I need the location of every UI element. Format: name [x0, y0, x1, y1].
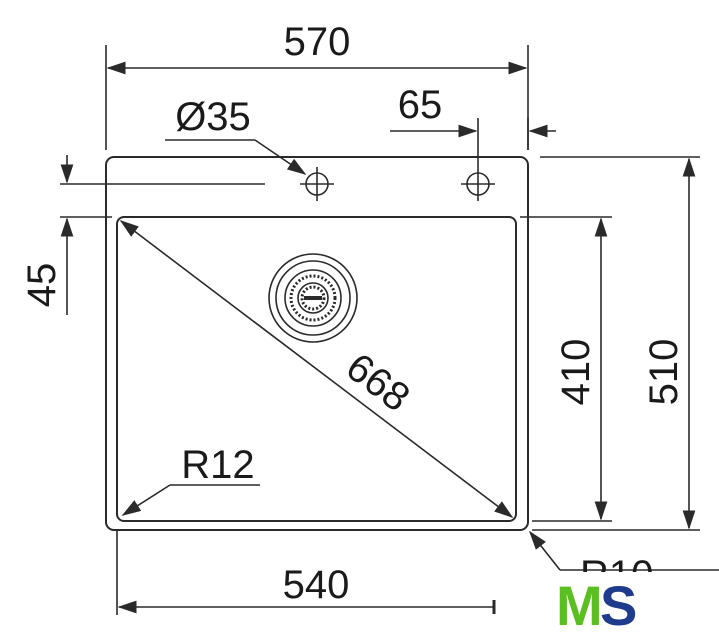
dim-bowl-width: 540: [116, 530, 496, 615]
svg-text:M: M: [556, 574, 603, 637]
dim-hole-offset: 65: [390, 83, 556, 150]
svg-text:570: 570: [284, 20, 351, 64]
sink-outline: [105, 156, 529, 531]
dim-bowl-height: 410: [520, 216, 612, 522]
svg-text:R12: R12: [181, 443, 254, 487]
svg-text:510: 510: [642, 339, 686, 406]
dim-diagonal: 668: [119, 220, 514, 518]
dim-inner-radius: R12: [121, 443, 260, 516]
dim-overall-depth: 510: [532, 156, 700, 531]
svg-text:410: 410: [554, 339, 598, 406]
drain-icon: [268, 253, 358, 343]
dim-hole-diameter: Ø35: [165, 95, 307, 175]
svg-text:668: 668: [338, 345, 418, 420]
svg-text:65: 65: [398, 83, 443, 127]
svg-text:540: 540: [283, 563, 350, 607]
ms-logo: M S: [556, 574, 637, 637]
tap-hole-right: [461, 118, 495, 201]
dim-top-offset: 45: [20, 155, 265, 315]
bowl-outline: [116, 216, 517, 522]
svg-text:S: S: [600, 574, 637, 637]
svg-text:Ø35: Ø35: [175, 95, 251, 139]
svg-text:45: 45: [20, 263, 64, 308]
tap-hole-left: [300, 167, 334, 201]
